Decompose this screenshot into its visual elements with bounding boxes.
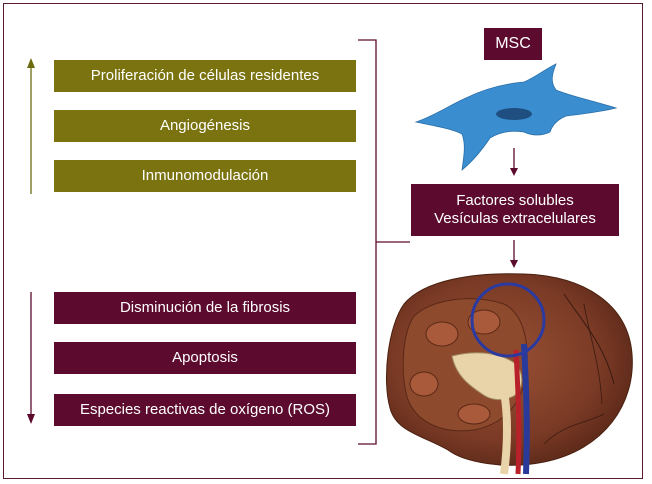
arrow-factors-to-kidney [510, 240, 518, 268]
box-angiogenesis-label: Angiogénesis [159, 117, 251, 134]
box-proliferacion: Proliferación de células residentes [54, 60, 356, 92]
box-angiogenesis: Angiogénesis [54, 110, 356, 142]
box-inmunomodulacion: Inmunomodulación [54, 160, 356, 192]
factors-box: Factores solubles Vesículas extracelular… [411, 184, 619, 236]
increase-arrow [27, 58, 35, 194]
box-apoptosis: Apoptosis [54, 342, 356, 374]
diagram-frame: Proliferación de células residentes Angi… [3, 3, 643, 479]
box-fibrosis-label: Disminución de la fibrosis [119, 299, 291, 316]
box-ros: Especies reactivas de oxígeno (ROS) [54, 394, 356, 426]
box-ros-label: Especies reactivas de oxígeno (ROS) [79, 401, 331, 418]
box-proliferacion-label: Proliferación de células residentes [90, 67, 320, 84]
msc-label-box: MSC [484, 28, 542, 60]
msc-label: MSC [495, 35, 531, 52]
factors-line2: Vesículas extracelulares [434, 210, 596, 227]
mesenchymal-stem-cell-icon [414, 63, 618, 171]
decrease-arrow [27, 292, 35, 424]
bracket [358, 39, 410, 445]
arrow-cell-to-factors [510, 148, 518, 176]
box-inmunomodulacion-label: Inmunomodulación [141, 167, 269, 184]
left-arrows [27, 39, 518, 445]
factors-line1: Factores solubles [456, 192, 574, 209]
box-apoptosis-label: Apoptosis [172, 349, 238, 366]
box-fibrosis: Disminución de la fibrosis [54, 292, 356, 324]
kidney-illustration [385, 273, 633, 475]
